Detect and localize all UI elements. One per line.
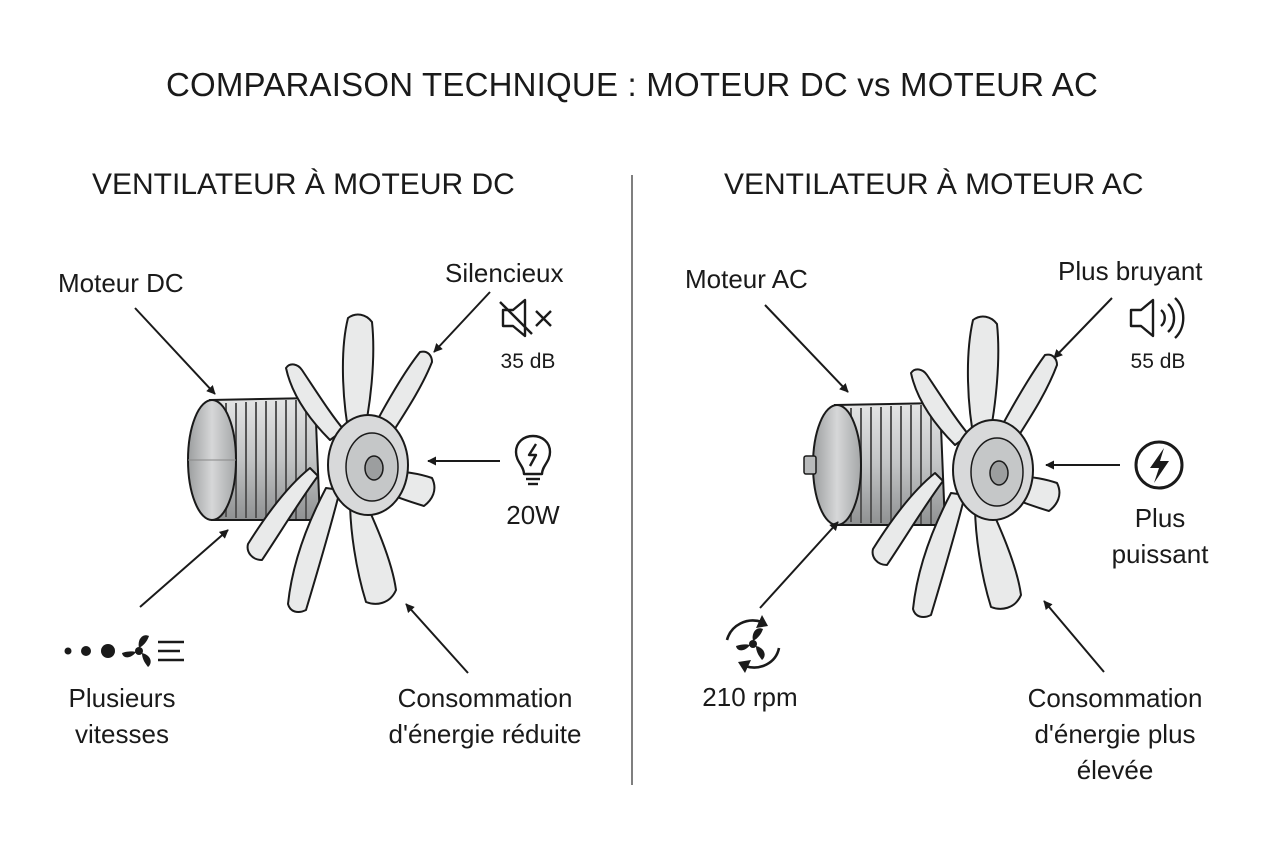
ac-noise-arrow [1053, 297, 1113, 359]
ac-motor-arrow [764, 304, 849, 393]
dc-hub [327, 414, 409, 516]
fan-speeds-icon [64, 635, 184, 667]
ac-speed-arrow [759, 521, 839, 609]
ac-consumption-label-line-2: d'énergie plus [1034, 719, 1196, 749]
dc-noise-label: Silencieux [445, 258, 564, 288]
ac-noise-label: Plus bruyant [1058, 256, 1203, 286]
ac-power-label-line-2: puissant [1111, 539, 1209, 569]
dc-consumption-label-line-1: Consommation [397, 683, 573, 713]
dc-speed-label-line-1: Plusieurs [68, 683, 176, 713]
ac-blades [871, 315, 1061, 618]
ac-fan-illustration [803, 315, 1061, 618]
ac-power-label-line-1: Plus [1134, 503, 1186, 533]
dc-motor-label: Moteur DC [58, 268, 184, 298]
ac-consumption-label: Consommation d'énergie plus élevée [1000, 680, 1230, 788]
power-bolt-icon [1134, 440, 1184, 490]
ac-panel-title: VENTILATEUR À MOTEUR AC [724, 168, 1144, 201]
ac-hub [952, 419, 1034, 521]
dc-power-value: 20W [506, 500, 560, 530]
ac-consumption-label-line-3: élevée [1076, 755, 1154, 785]
ac-consumption-label-line-1: Consommation [1027, 683, 1203, 713]
dc-speed-arrow [139, 529, 229, 608]
ac-noise-value: 55 dB [1130, 350, 1186, 373]
page-title: COMPARAISON TECHNIQUE : MOTEUR DC vs MOT… [165, 66, 1099, 103]
dc-fan-illustration [187, 313, 436, 613]
dc-consumption-label-line-2: d'énergie réduite [388, 719, 582, 749]
dc-consumption-label: Consommation d'énergie réduite [365, 680, 605, 752]
lightbulb-bolt-icon [514, 434, 552, 486]
ac-motor-label: Moteur AC [685, 264, 808, 294]
ac-speed-value: 210 rpm [702, 682, 798, 712]
dc-panel-title: VENTILATEUR À MOTEUR DC [92, 168, 515, 201]
dc-noise-arrow [433, 291, 491, 353]
speaker-muted-icon [499, 298, 552, 338]
dc-consumption-arrow [405, 603, 469, 674]
rotating-fan-icon [725, 615, 781, 673]
dc-motor-arrow [134, 307, 216, 395]
ac-consumption-arrow [1043, 600, 1105, 673]
dc-noise-value: 35 dB [500, 350, 556, 373]
speaker-loud-icon [1129, 297, 1185, 339]
ac-power-label: Plus puissant [1090, 500, 1230, 572]
dc-speed-label-line-2: vitesses [75, 719, 169, 749]
dc-speed-label: Plusieurs vitesses [32, 680, 212, 752]
